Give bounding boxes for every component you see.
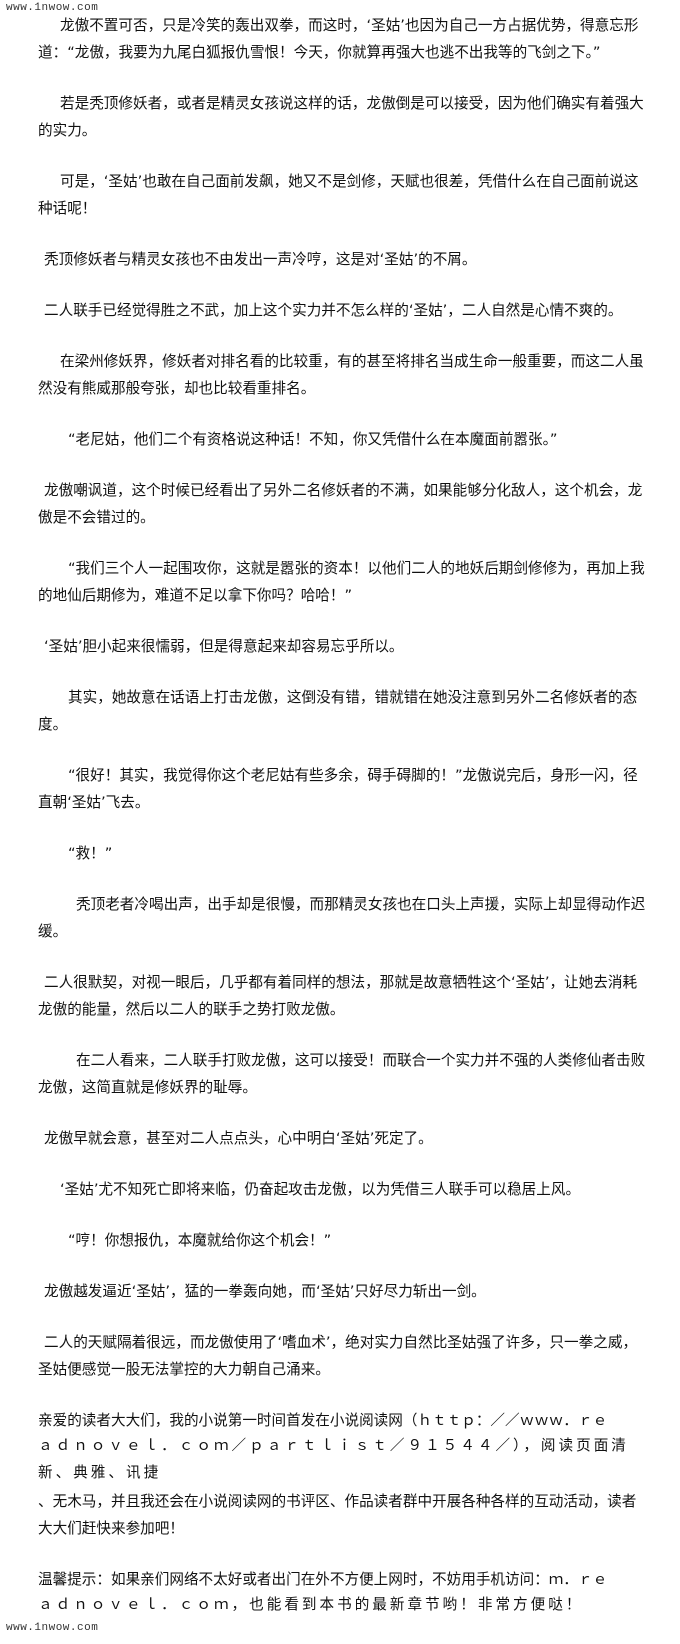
paragraph: 二人很默契，对视一眼后，几乎都有着同样的想法，那就是故意牺牲这个‘圣姑’，让她去… xyxy=(38,974,638,1018)
site-watermark-bottom: www.1nwow.com xyxy=(6,1622,99,1634)
paragraph: 龙傲不置可否，只是冷笑的轰出双拳，而这时，‘圣姑’也因为自己一方占据优势，得意忘… xyxy=(38,17,639,61)
paragraph: “我们三个人一起围攻你，这就是嚣张的资本！以他们二人的地妖后期剑修修为，再加上我… xyxy=(38,560,645,604)
mobile-tip-line: 温馨提示：如果亲们网络不太好或者出门在外不方便上网时，不妨用手机访问：ｍ．ｒｅ xyxy=(38,1571,608,1588)
mobile-tip: 温馨提示：如果亲们网络不太好或者出门在外不方便上网时，不妨用手机访问：ｍ．ｒｅ … xyxy=(38,1566,650,1620)
paragraph: 二人的天赋隔着很远，而龙傲使用了‘嗜血术’，绝对实力自然比圣姑强了许多，只一拳之… xyxy=(38,1334,638,1378)
paragraph: 龙傲越发逼近‘圣姑’，猛的一拳轰向她，而‘圣姑’只好尽力斩出一剑。 xyxy=(44,1283,486,1300)
paragraph: ‘圣姑’尤不知死亡即将来临，仍奋起攻击龙傲，以为凭借三人联手可以稳居上风。 xyxy=(60,1181,581,1198)
paragraph: “很好！其实，我觉得你这个老尼姑有些多余，碍手碍脚的！”龙傲说完后，身形一闪，径… xyxy=(38,767,638,811)
paragraph: 二人联手已经觉得胜之不武，加上这个实力并不怎么样的‘圣姑’，二人自然是心情不爽的… xyxy=(44,302,623,319)
site-watermark-top: www.1nwow.com xyxy=(6,2,99,14)
paragraph: 秃顶修妖者与精灵女孩也不由发出一声冷哼，这是对‘圣姑’的不屑。 xyxy=(44,251,477,268)
reader-notice-line: 、无木马，并且我还会在小说阅读网的书评区、作品读者群中开展各种各样的互动活动，读… xyxy=(38,1493,637,1510)
mobile-tip-url-line: ａｄｎｏｖｅｌ．ｃｏｍ，也能看到本书的最新章节哟！非常方便哒！ xyxy=(38,1598,584,1614)
paragraph: “救！” xyxy=(68,845,113,862)
reader-notice-line: 亲爱的读者大大们，我的小说第一时间首发在小说阅读网（ｈｔｔｐ：／／ｗｗｗ．ｒｅ xyxy=(38,1412,608,1429)
paragraph: 秃顶老者冷喝出声，出手却是很慢，而那精灵女孩也在口头上声援，实际上却显得动作迟缓… xyxy=(38,896,646,940)
paragraph: 可是，‘圣姑’也敢在自己面前发飙，她又不是剑修，天赋也很差，凭借什么在自己面前说… xyxy=(38,173,639,217)
chapter-body: 龙傲不置可否，只是冷笑的轰出双拳，而这时，‘圣姑’也因为自己一方占据优势，得意忘… xyxy=(38,12,650,1644)
paragraph: 在二人看来，二人联手打败龙傲，这可以接受！而联合一个实力并不强的人类修仙者击败龙… xyxy=(38,1052,646,1096)
paragraph: 在梁州修妖界，修妖者对排名看的比较重，有的甚至将排名当成生命一般重要，而这二人虽… xyxy=(38,353,644,397)
paragraph: ‘圣姑’胆小起来很懦弱，但是得意起来却容易忘乎所以。 xyxy=(44,638,404,655)
paragraph: 龙傲早就会意，甚至对二人点点头，心中明白‘圣姑’死定了。 xyxy=(44,1130,433,1147)
reader-notice-url-line: ａｄｎｏｖｅｌ．ｃｏｍ／ｐａｒｔｌｉｓｔ／９１５４４／），阅读页面清新、典雅、讯… xyxy=(38,1439,629,1482)
paragraph: “哼！你想报仇，本魔就给你这个机会！” xyxy=(68,1232,332,1249)
reader-notice-line: 大大们赶快来参加吧！ xyxy=(38,1520,184,1537)
paragraph: 其实，她故意在话语上打击龙傲，这倒没有错，错就错在她没注意到另外二名修妖者的态度… xyxy=(38,689,638,733)
reader-notice: 亲爱的读者大大们，我的小说第一时间首发在小说阅读网（ｈｔｔｐ：／／ｗｗｗ．ｒｅ … xyxy=(38,1407,650,1542)
paragraph: 龙傲嘲讽道，这个时候已经看出了另外二名修妖者的不满，如果能够分化敌人，这个机会，… xyxy=(38,482,643,526)
paragraph: 若是秃顶修妖者，或者是精灵女孩说这样的话，龙傲倒是可以接受，因为他们确实有着强大… xyxy=(38,95,644,139)
paragraph: “老尼姑，他们二个有资格说这种话！不知，你又凭借什么在本魔面前嚣张。” xyxy=(68,431,558,448)
